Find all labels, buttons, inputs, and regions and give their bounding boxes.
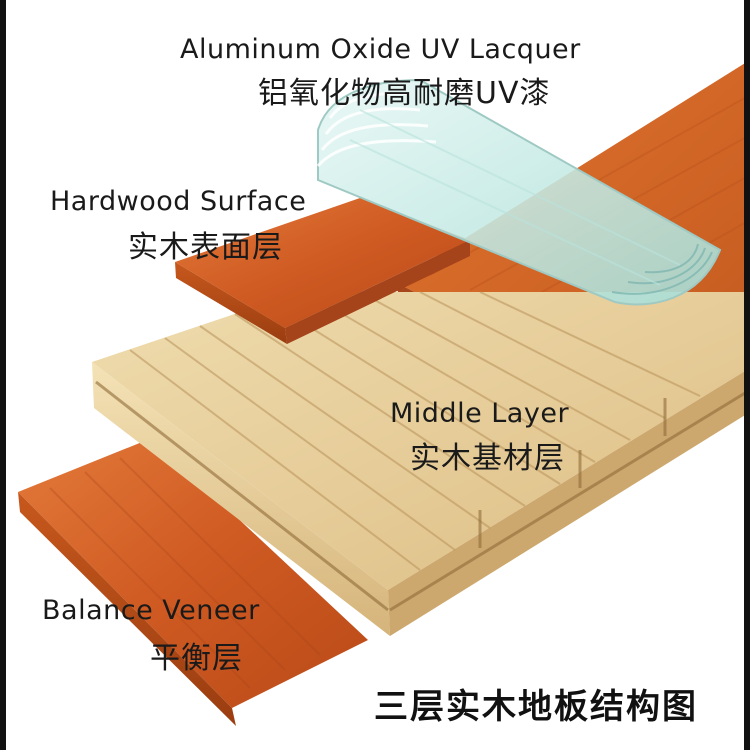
right-frame-edge [744, 0, 750, 750]
balance-veneer-board [18, 438, 368, 726]
label-lacquer-en: Aluminum Oxide UV Lacquer [180, 34, 581, 65]
hardwood-surface-board [175, 198, 470, 344]
label-balance-zh: 平衡层 [150, 641, 243, 676]
label-balance-en: Balance Veneer [42, 595, 260, 626]
diagram-caption: 三层实木地板结构图 [374, 687, 698, 727]
label-surface-zh: 实木表面层 [128, 230, 283, 265]
label-surface-en: Hardwood Surface [50, 186, 306, 217]
middle-layer-board [92, 291, 750, 636]
label-lacquer-zh: 铝氧化物高耐磨UV漆 [258, 76, 550, 111]
uv-lacquer-film [316, 78, 722, 306]
label-middle-zh: 实木基材层 [410, 441, 565, 476]
label-middle-en: Middle Layer [390, 398, 569, 429]
left-frame-edge [0, 0, 6, 750]
